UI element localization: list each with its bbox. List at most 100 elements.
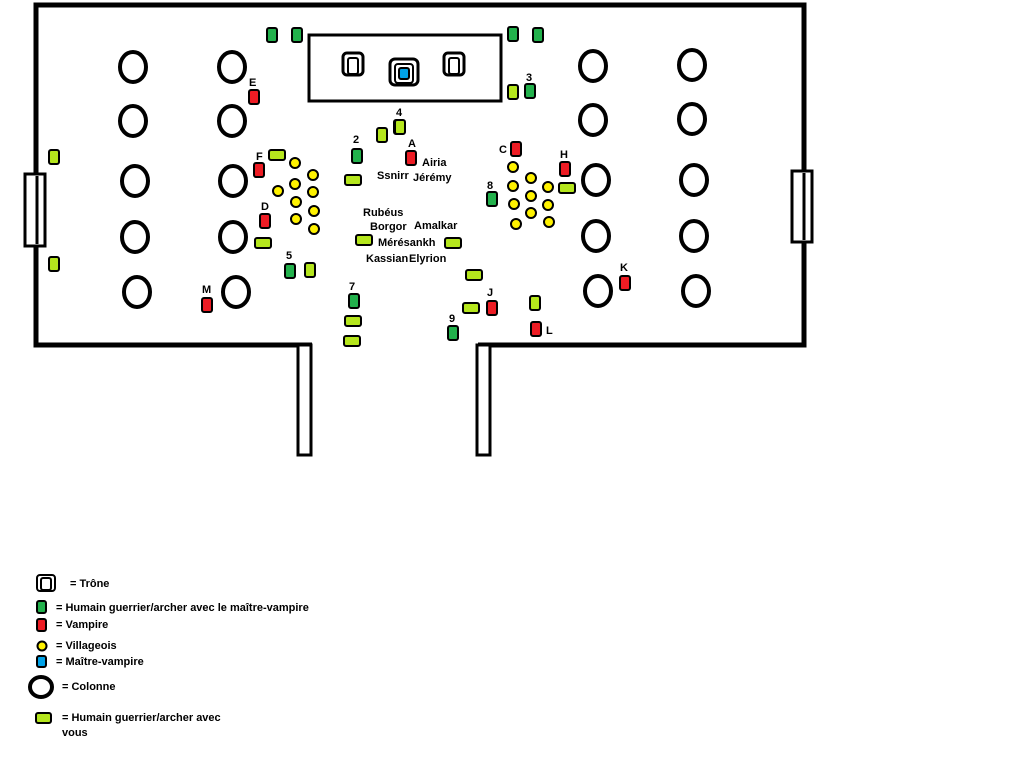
vampire-token[interactable]	[619, 275, 631, 291]
master-human-token[interactable]	[348, 293, 360, 309]
villager-token[interactable]	[289, 178, 301, 190]
villager-token[interactable]	[525, 190, 537, 202]
villager-token[interactable]	[290, 213, 302, 225]
name-meresankh: Mérésankh	[378, 237, 436, 249]
ally-human-token[interactable]	[444, 237, 462, 249]
hall-walls	[33, 2, 807, 348]
villager-token[interactable]	[542, 199, 554, 211]
label-J: J	[487, 287, 493, 299]
column	[118, 104, 148, 138]
master-human-token[interactable]	[284, 263, 296, 279]
master-human-token[interactable]	[507, 26, 519, 42]
villager-token[interactable]	[307, 186, 319, 198]
vampire-token[interactable]	[253, 162, 265, 178]
ally-human-token[interactable]	[376, 127, 388, 143]
villager-token[interactable]	[308, 223, 320, 235]
column	[679, 219, 709, 253]
column	[120, 220, 150, 254]
label-3: 3	[526, 72, 532, 84]
villager-token[interactable]	[525, 207, 537, 219]
throne-icon	[341, 51, 365, 77]
villager-token[interactable]	[272, 185, 284, 197]
column	[583, 274, 613, 308]
column	[679, 163, 709, 197]
name-borgor: Borgor	[370, 221, 407, 233]
master-human-token[interactable]	[447, 325, 459, 341]
master-human-token[interactable]	[291, 27, 303, 43]
label-H: H	[560, 149, 568, 161]
label-9: 9	[449, 313, 455, 325]
ally-human-token[interactable]	[344, 174, 362, 186]
column	[677, 102, 707, 136]
master-human-token[interactable]	[532, 27, 544, 43]
vampire-token[interactable]	[259, 213, 271, 229]
legend-vampire-text: = Vampire	[56, 619, 108, 631]
vampires	[201, 89, 631, 337]
ally-human-token[interactable]	[48, 256, 60, 272]
ally-human-token[interactable]	[394, 119, 406, 135]
columns	[118, 48, 711, 309]
west-door[interactable]	[23, 172, 47, 248]
label-5: 5	[286, 250, 292, 262]
villager-token[interactable]	[308, 205, 320, 217]
ally-human-token[interactable]	[558, 182, 576, 194]
column	[218, 164, 248, 198]
ally-human-token[interactable]	[529, 295, 541, 311]
master-human-token[interactable]	[351, 148, 363, 164]
master-human-token[interactable]	[266, 27, 278, 43]
vampire-token[interactable]	[248, 89, 260, 105]
villager-token[interactable]	[507, 180, 519, 192]
villager-token[interactable]	[508, 198, 520, 210]
villager-token[interactable]	[289, 157, 301, 169]
ally-human-token[interactable]	[48, 149, 60, 165]
vampire-token[interactable]	[201, 297, 213, 313]
ally-human-token[interactable]	[462, 302, 480, 314]
legend-column-text: = Colonne	[62, 681, 115, 693]
label-A: A	[408, 138, 416, 150]
villager-token[interactable]	[543, 216, 555, 228]
label-E: E	[249, 77, 256, 89]
vampire-token[interactable]	[530, 321, 542, 337]
east-door[interactable]	[790, 169, 814, 244]
master-human-token[interactable]	[524, 83, 536, 99]
column	[217, 104, 247, 138]
vampire-token[interactable]	[486, 300, 498, 316]
label-K: K	[620, 262, 628, 274]
name-airia: Airia	[422, 157, 447, 169]
character-names: Airia Ssnirr Jérémy Rubéus Borgor Amalka…	[363, 157, 458, 265]
villager-token[interactable]	[542, 181, 554, 193]
label-C: C	[499, 144, 507, 156]
vampire-token[interactable]	[510, 141, 522, 157]
vampire-token[interactable]	[559, 161, 571, 177]
legend-villager-text: = Villageois	[56, 640, 117, 652]
ally-human-token[interactable]	[465, 269, 483, 281]
villager-token[interactable]	[525, 172, 537, 184]
ally-human-token[interactable]	[268, 149, 286, 161]
vampire-token[interactable]	[405, 150, 417, 166]
ally-human-token[interactable]	[343, 335, 361, 347]
legend-master-vampire-icon	[36, 655, 47, 668]
label-F: F	[256, 151, 263, 163]
villager-token[interactable]	[510, 218, 522, 230]
name-kassian: Kassian	[366, 253, 408, 265]
villager-token[interactable]	[290, 196, 302, 208]
map-labels: E F D M A C H K J L 2 3 4 5 7 8 9	[202, 72, 628, 337]
column	[578, 49, 608, 83]
legend-ally-humans-text-2: vous	[62, 727, 88, 739]
legend-master-vampire-text: = Maître-vampire	[56, 656, 144, 668]
master-human-token[interactable]	[486, 191, 498, 207]
ally-human-token[interactable]	[344, 315, 362, 327]
ally-human-token[interactable]	[355, 234, 373, 246]
column	[677, 48, 707, 82]
column	[120, 164, 150, 198]
master-vampire-token[interactable]	[398, 67, 410, 80]
ally-human-token[interactable]	[254, 237, 272, 249]
column	[218, 220, 248, 254]
column	[581, 219, 611, 253]
legend-villager-icon	[36, 640, 48, 652]
villager-token[interactable]	[507, 161, 519, 173]
legend-master-humans-text: = Humain guerrier/archer avec le maître-…	[56, 602, 309, 614]
villager-token[interactable]	[307, 169, 319, 181]
ally-human-token[interactable]	[304, 262, 316, 278]
ally-human-token[interactable]	[507, 84, 519, 100]
